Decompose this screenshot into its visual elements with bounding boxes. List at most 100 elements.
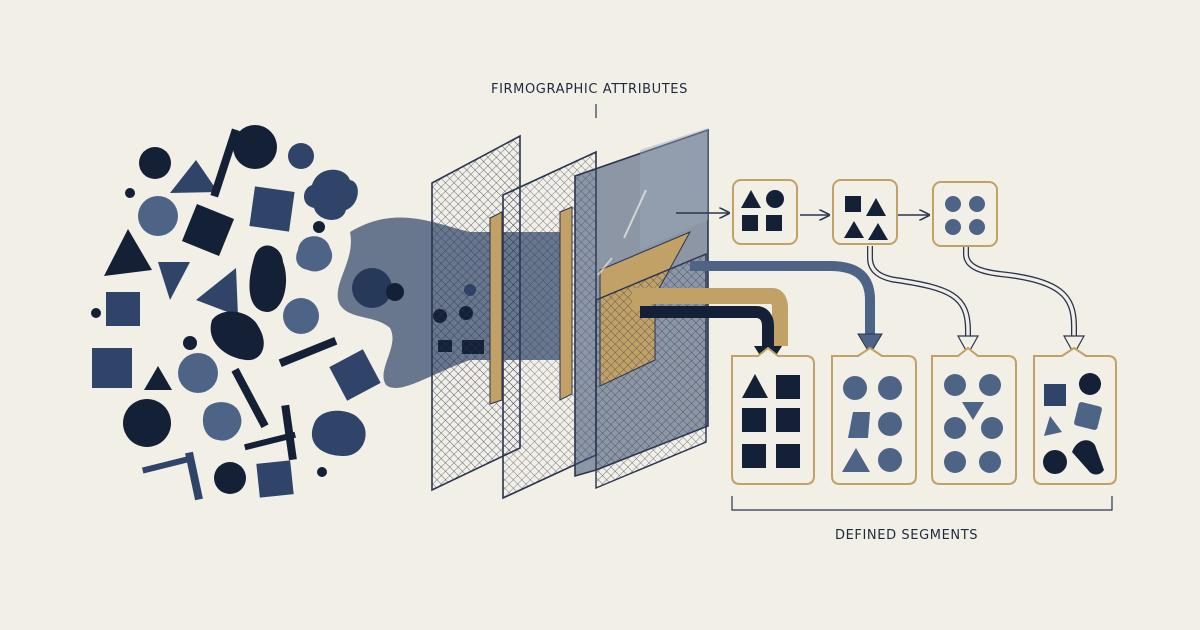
arrow-to-segment-3-fill	[868, 246, 970, 338]
card-triangle	[866, 198, 886, 216]
shape-triangle	[144, 366, 172, 390]
card-circle	[1079, 373, 1101, 395]
group-card-3	[932, 181, 998, 247]
arrow-head-segment-3	[956, 335, 980, 356]
shape-square	[249, 186, 295, 232]
shape-circle	[283, 298, 319, 334]
card-triangle	[962, 402, 984, 420]
connector-arrows	[632, 213, 1086, 368]
shape-circle	[214, 462, 246, 494]
arrow-to-segment-2	[690, 261, 875, 336]
card-circle	[843, 376, 867, 400]
shape-blob	[202, 402, 242, 441]
group-card-1	[732, 179, 798, 245]
shape-circle	[178, 353, 218, 393]
card-circle	[945, 196, 961, 212]
filter-layers	[431, 128, 709, 500]
segment-card-1	[731, 346, 815, 485]
shape-circle	[233, 125, 277, 169]
card-square	[845, 196, 861, 212]
card-square	[742, 444, 766, 468]
shape-bar	[278, 337, 338, 367]
card-square	[776, 375, 800, 399]
filter-panel-glass-sheen	[640, 128, 708, 250]
arrow-to-segment-1	[632, 288, 788, 346]
card-triangle	[741, 190, 761, 208]
shape-blob	[249, 245, 287, 312]
arrow-head-segment-4	[1062, 335, 1086, 356]
arrow-to-segment-4	[963, 246, 1077, 338]
arrow-to-segment-3	[867, 246, 971, 338]
shape-circle	[125, 188, 135, 198]
card-square	[1074, 402, 1102, 430]
arrow-head-segment-2	[857, 333, 883, 355]
card-circle	[878, 376, 902, 400]
card-triangle	[868, 223, 888, 240]
card-circle	[945, 219, 961, 235]
card-triangle	[1044, 416, 1062, 436]
segments-bracket	[731, 496, 1113, 511]
card-square	[1044, 384, 1066, 406]
defined-segments-label: DEFINED SEGMENTS	[835, 528, 979, 543]
card-circle	[979, 451, 1001, 473]
card-circle	[969, 219, 985, 235]
card-cone	[1072, 440, 1104, 475]
card-triangle	[742, 374, 768, 398]
group-card-2	[832, 179, 898, 245]
shape-square	[329, 349, 381, 401]
shape-blob	[296, 236, 333, 272]
firmographic-attributes-label: FIRMOGRAPHIC ATTRIBUTES	[491, 82, 688, 97]
shape-square	[256, 460, 294, 498]
shape-bar	[210, 128, 240, 198]
shape-circle	[288, 143, 314, 169]
card-circle	[944, 451, 966, 473]
raw-data-shapes	[91, 125, 392, 501]
card-trapezoid	[848, 412, 870, 438]
shape-bar	[231, 367, 269, 429]
arrow-to-segment-4-fill	[964, 246, 1076, 338]
shape-triangle	[170, 160, 218, 193]
shape-circle	[91, 308, 101, 318]
filter-panel-gold-2	[559, 206, 573, 401]
filter-panel-gold-1	[489, 211, 503, 405]
card-circle	[944, 374, 966, 396]
card-circle	[979, 374, 1001, 396]
card-circle	[878, 412, 902, 436]
shape-circle	[317, 467, 327, 477]
shape-circle	[123, 399, 171, 447]
filter-glint	[597, 257, 613, 276]
stream-dot	[386, 283, 404, 301]
card-square	[776, 444, 800, 468]
segment-card-2	[831, 346, 917, 485]
arrow-to-segment-1-core	[640, 306, 774, 348]
shape-circle	[139, 147, 171, 179]
shape-triangle	[196, 268, 238, 316]
card-triangle	[844, 221, 864, 238]
segment-card-4	[1033, 346, 1117, 485]
filter-glint	[623, 189, 647, 239]
shape-blob	[304, 169, 358, 220]
card-square	[742, 408, 766, 432]
card-circle	[1043, 450, 1067, 474]
shape-bar	[141, 456, 189, 474]
shape-bar	[281, 404, 297, 461]
card-square	[742, 215, 758, 231]
shape-square	[181, 203, 235, 257]
card-circle	[766, 190, 784, 208]
segment-card-3	[931, 346, 1017, 485]
shape-square	[106, 292, 140, 326]
card-triangle	[842, 448, 870, 472]
shape-square	[92, 348, 132, 388]
card-circle	[944, 417, 966, 439]
shape-blob	[311, 410, 366, 456]
shape-triangle	[104, 229, 152, 276]
shape-bar	[244, 431, 296, 451]
shape-bar	[185, 451, 203, 501]
card-square	[776, 408, 800, 432]
card-circle	[878, 448, 902, 472]
shape-triangle	[158, 262, 190, 300]
card-circle	[981, 417, 1003, 439]
shape-circle	[313, 221, 325, 233]
